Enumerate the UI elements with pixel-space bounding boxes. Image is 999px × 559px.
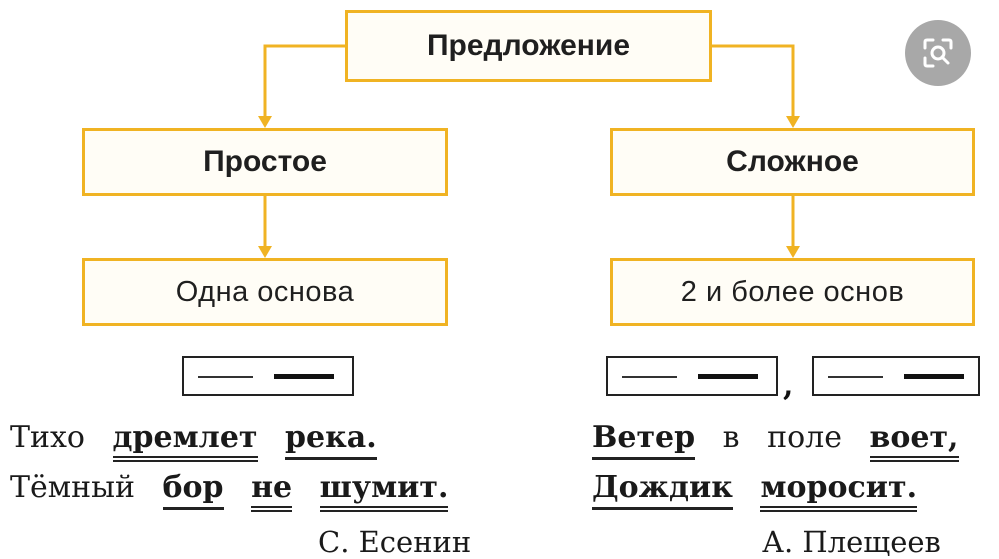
complex-label: Сложное: [726, 145, 859, 178]
predicate-word: воет,: [869, 420, 959, 462]
example-right-line1: Ветер в поле воет,: [592, 420, 977, 462]
predicate-word: дремлет: [112, 420, 258, 462]
two-bases-box: 2 и более основ: [610, 258, 975, 326]
predicate-line: [698, 374, 758, 379]
simple-box: Простое: [82, 128, 448, 196]
subject-word: бор: [162, 470, 224, 510]
predicate-word: моросит.: [760, 470, 918, 512]
word: поле: [767, 420, 842, 455]
predicate-line: [904, 374, 964, 379]
example-right-line2: Дождик моросит.: [592, 470, 935, 512]
subject-word: Ветер: [592, 420, 696, 460]
simple-label: Простое: [203, 145, 327, 178]
root-label: Предложение: [426, 29, 630, 62]
scheme-complex-1: [606, 356, 778, 396]
lens-glyph-icon: [923, 38, 953, 68]
complex-box: Сложное: [610, 128, 975, 196]
word: Тихо: [10, 420, 85, 455]
subject-line: [198, 376, 253, 378]
root-box: Предложение: [345, 10, 712, 82]
one-base-label: Одна основа: [175, 275, 355, 308]
subject-word: река.: [285, 420, 377, 460]
one-base-box: Одна основа: [82, 258, 448, 326]
subject-line: [622, 376, 677, 378]
word: в: [722, 420, 740, 455]
scheme-comma: ,: [783, 368, 794, 403]
lens-search-icon[interactable]: [905, 20, 971, 86]
predicate-word: шумит.: [319, 470, 449, 512]
subject-word: Дождик: [592, 470, 733, 510]
subject-line: [828, 376, 883, 378]
two-bases-label: 2 и более основ: [680, 275, 905, 308]
example-left-line1: Тихо дремлет река.: [10, 420, 395, 462]
predicate-word: не: [251, 470, 293, 512]
author-right: А. Плещеев: [762, 525, 941, 559]
predicate-line: [274, 374, 334, 379]
scheme-simple: [182, 356, 354, 396]
scheme-complex-2: [812, 356, 980, 396]
word: Тёмный: [10, 470, 135, 505]
example-left-line2: Тёмный бор не шумит.: [10, 470, 466, 512]
author-left: С. Есенин: [318, 525, 472, 559]
